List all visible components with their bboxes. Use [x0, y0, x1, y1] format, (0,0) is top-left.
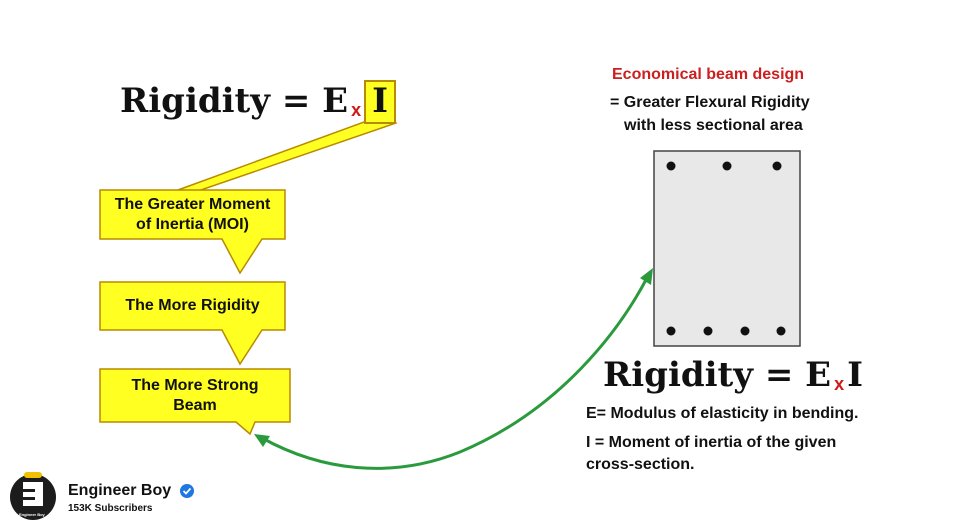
economical-title: Economical beam design — [612, 66, 805, 83]
definition-i-line-2: cross-section. — [586, 456, 695, 473]
definition-e: E= Modulus of elasticity in bending. — [586, 405, 859, 422]
logo-helmet — [24, 472, 42, 478]
callout-2-line-1: The More Rigidity — [125, 297, 260, 314]
callout-3-line-1: The More Strong — [131, 376, 259, 394]
logo-caption: Engineer Boy — [19, 512, 45, 517]
logo-glyph-block — [23, 482, 43, 506]
moment-of-inertia-highlight: I — [364, 80, 397, 124]
callout-1-line-2: of Inertia (MOI) — [136, 215, 249, 233]
economical-line-1: = Greater Flexural Rigidity — [610, 94, 810, 111]
callout-1-line-1: The Greater Moment — [114, 195, 271, 213]
logo-glyph-gap-1 — [23, 489, 35, 492]
green-connector-arrow — [261, 275, 650, 470]
rebar-dot — [666, 326, 676, 336]
callout-box-1-shape — [99, 189, 286, 275]
equation-right: I — [372, 81, 389, 121]
rebar-dots-bottom — [666, 326, 786, 336]
callout-box-3-shape — [99, 368, 291, 436]
rebar-dot — [776, 326, 786, 336]
rebar-dot — [666, 161, 676, 171]
equation-left: Rigidity = E — [120, 81, 349, 121]
times-sign: x — [834, 374, 845, 394]
arrowhead-left — [254, 434, 270, 447]
logo-glyph-gap-2 — [23, 497, 35, 500]
economical-line-2: with less sectional area — [624, 117, 803, 134]
rebar-dot — [722, 161, 732, 171]
subscriber-count: 153K Subscribers — [68, 503, 153, 514]
channel-name[interactable]: Engineer Boy — [68, 482, 172, 499]
verified-check-mark — [182, 487, 192, 495]
callout-box-2: The More Rigidity — [100, 282, 285, 330]
equation-left: Rigidity = E — [603, 355, 832, 395]
rebar-dot — [772, 161, 782, 171]
equation-right: I — [847, 355, 864, 395]
rebar-dot — [703, 326, 713, 336]
times-sign: x — [351, 100, 362, 120]
callout-3-line-2: Beam — [173, 396, 217, 414]
rebar-dot — [740, 326, 750, 336]
beam-cross-section — [653, 150, 801, 347]
definition-i-line-1: I = Moment of inertia of the given — [586, 434, 837, 451]
callout-box-2-shape — [99, 281, 286, 366]
callout-box-1: The Greater Moment of Inertia (MOI) — [100, 190, 285, 239]
rebar-dots-top — [666, 161, 782, 171]
pointer-wedge — [177, 113, 398, 192]
arrowhead-right — [640, 268, 653, 285]
verified-check-icon — [180, 484, 194, 498]
